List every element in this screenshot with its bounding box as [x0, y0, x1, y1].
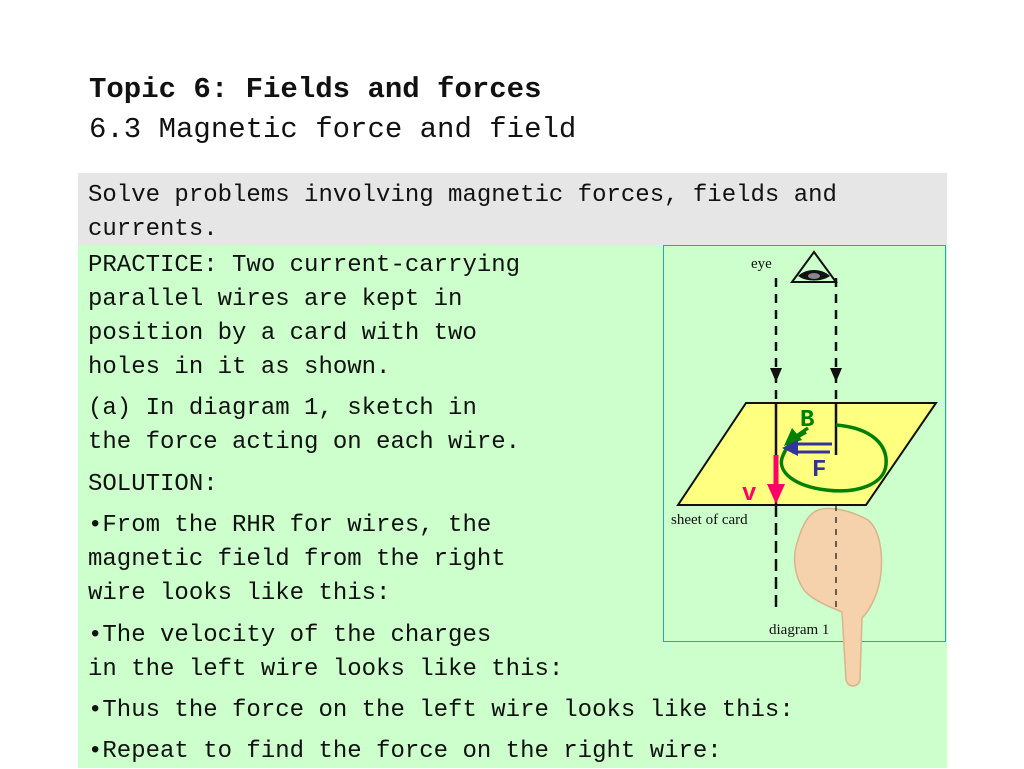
- objective-box: Solve problems involving magnetic forces…: [78, 173, 947, 245]
- solution-bullet-3: •Thus the force on the left wire looks l…: [88, 697, 794, 724]
- eye-icon: [790, 250, 838, 283]
- force-letter: F: [812, 457, 826, 484]
- solution-bullet-4: •Repeat to find the force on the right w…: [88, 738, 722, 765]
- subtopic-title: 6.3 Magnetic force and field: [89, 113, 577, 146]
- velocity-arrowhead: [767, 484, 785, 504]
- diagram-label: diagram 1: [769, 622, 829, 638]
- solution-bullet-1: •From the RHR for wires, the magnetic fi…: [88, 512, 506, 607]
- velocity-letter: v: [742, 481, 756, 508]
- eye-label: eye: [751, 256, 772, 272]
- practice-part-a: (a) In diagram 1, sketch in the force ac…: [88, 395, 521, 456]
- objective-text: Solve problems involving magnetic forces…: [88, 182, 837, 243]
- field-letter: B: [800, 407, 814, 434]
- force-arrowhead: [782, 440, 798, 456]
- right-wire-current-arrow: [830, 368, 842, 382]
- card-label: sheet of card: [671, 512, 748, 528]
- title-block: Topic 6: Fields and forces 6.3 Magnetic …: [89, 70, 576, 150]
- card-sheet: [676, 402, 938, 506]
- topic-title: Topic 6: Fields and forces: [89, 73, 542, 106]
- hand-thumb-icon: [793, 507, 883, 687]
- field-loop: [779, 423, 888, 493]
- practice-intro: PRACTICE: Two current-carrying parallel …: [88, 252, 521, 381]
- solution-label: SOLUTION:: [88, 471, 218, 498]
- left-wire-current-arrow: [770, 368, 782, 382]
- solution-bullet-2: •The velocity of the charges in the left…: [88, 622, 564, 683]
